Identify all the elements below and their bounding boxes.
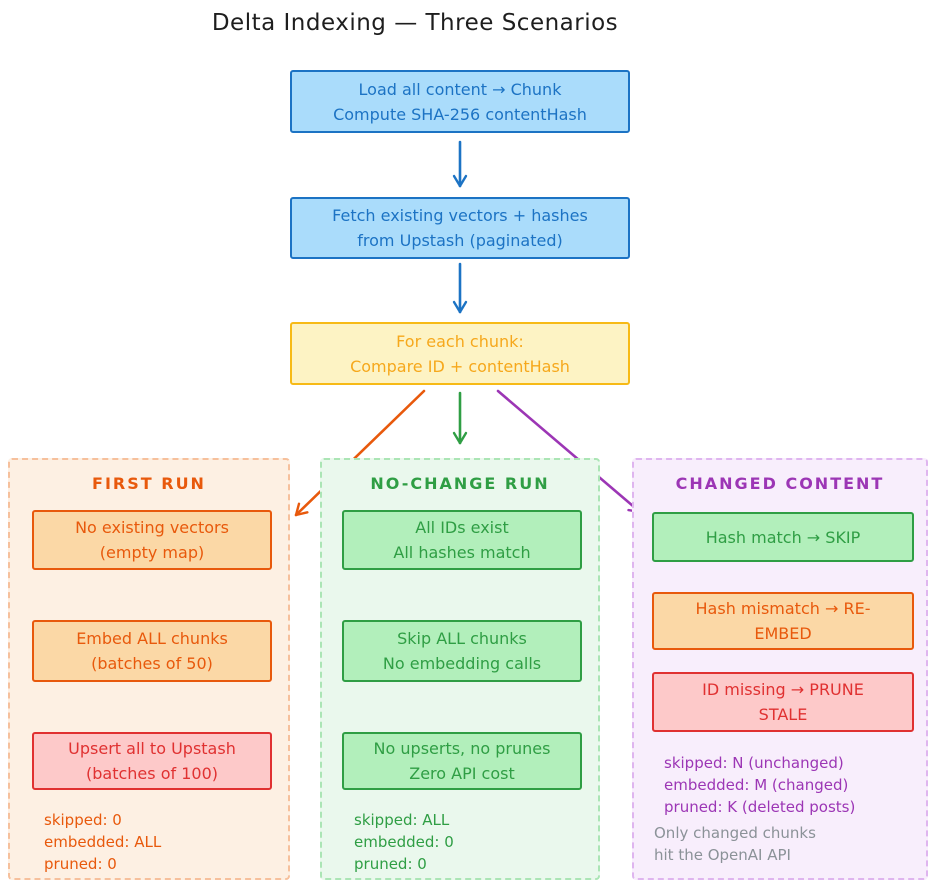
node-line: No upserts, no prunes	[373, 739, 551, 758]
node-line: ID missing → PRUNE	[702, 680, 864, 699]
node-line: STALE	[758, 705, 808, 724]
stat-skipped: skipped: N (unchanged)	[664, 754, 844, 772]
node-zero-api-cost: No upserts, no prunes Zero API cost	[342, 732, 582, 790]
node-no-existing-vectors: No existing vectors (empty map)	[32, 510, 272, 570]
node-line: Upsert all to Upstash	[68, 739, 236, 758]
node-fetch-vectors: Fetch existing vectors + hashes from Ups…	[290, 197, 630, 259]
node-line: EMBED	[754, 624, 812, 643]
stat-pruned: pruned: K (deleted posts)	[664, 798, 856, 816]
node-line: All hashes match	[393, 543, 531, 562]
panel-changed-header: CHANGED CONTENT	[675, 474, 885, 493]
stat-pruned: pruned: 0	[44, 855, 117, 873]
node-line: Zero API cost	[409, 764, 515, 783]
panel-no-change-run: NO-CHANGE RUN All IDs exist All hashes m…	[320, 458, 600, 880]
node-line: (empty map)	[99, 543, 205, 562]
stat-skipped: skipped: ALL	[354, 811, 450, 829]
node-line: For each chunk:	[396, 331, 524, 351]
node-line: Load all content → Chunk	[358, 79, 562, 99]
node-line: Compute SHA-256 contentHash	[333, 104, 587, 124]
node-line: (batches of 50)	[91, 654, 213, 673]
changed-content-note: Only changed chunks hit the OpenAI API	[654, 822, 816, 866]
changed-content-stats: skipped: N (unchanged) embedded: M (chan…	[664, 752, 855, 818]
panel-first-run-header: FIRST RUN	[92, 474, 206, 493]
stat-embedded: embedded: M (changed)	[664, 776, 849, 794]
node-skip-all-chunks: Skip ALL chunks No embedding calls	[342, 620, 582, 682]
node-upsert-all: Upsert all to Upstash (batches of 100)	[32, 732, 272, 790]
panel-no-change-header: NO-CHANGE RUN	[370, 474, 550, 493]
node-all-ids-exist: All IDs exist All hashes match	[342, 510, 582, 570]
node-compare-hash: For each chunk: Compare ID + contentHash	[290, 322, 630, 385]
note-line: hit the OpenAI API	[654, 846, 791, 864]
node-line: Hash match → SKIP	[705, 527, 861, 547]
page-title: Delta Indexing — Three Scenarios	[211, 10, 619, 36]
node-load-content: Load all content → Chunk Compute SHA-256…	[290, 70, 630, 133]
stat-skipped: skipped: 0	[44, 811, 122, 829]
node-hash-mismatch-reembed: Hash mismatch → RE- EMBED	[652, 592, 914, 650]
node-line: Fetch existing vectors + hashes	[332, 206, 588, 225]
node-line: All IDs exist	[415, 518, 509, 537]
no-change-stats: skipped: ALL embedded: 0 pruned: 0	[354, 809, 454, 875]
node-line: Skip ALL chunks	[397, 629, 527, 648]
node-hash-match-skip: Hash match → SKIP	[652, 512, 914, 562]
stat-embedded: embedded: 0	[354, 833, 454, 851]
node-line: No embedding calls	[382, 654, 542, 673]
node-line: Compare ID + contentHash	[350, 356, 570, 376]
panel-changed-content: CHANGED CONTENT Hash match → SKIP Hash m…	[632, 458, 928, 880]
panel-first-run: FIRST RUN No existing vectors (empty map…	[8, 458, 290, 880]
node-embed-all-chunks: Embed ALL chunks (batches of 50)	[32, 620, 272, 682]
stat-embedded: embedded: ALL	[44, 833, 162, 851]
note-line: Only changed chunks	[654, 824, 816, 842]
node-line: (batches of 100)	[86, 764, 218, 783]
stat-pruned: pruned: 0	[354, 855, 427, 873]
node-line: No existing vectors	[75, 518, 229, 537]
node-line: Embed ALL chunks	[76, 629, 228, 648]
node-line: Hash mismatch → RE-	[695, 599, 871, 618]
first-run-stats: skipped: 0 embedded: ALL pruned: 0	[44, 809, 161, 875]
node-line: from Upstash (paginated)	[357, 231, 563, 250]
node-id-missing-prune: ID missing → PRUNE STALE	[652, 672, 914, 732]
